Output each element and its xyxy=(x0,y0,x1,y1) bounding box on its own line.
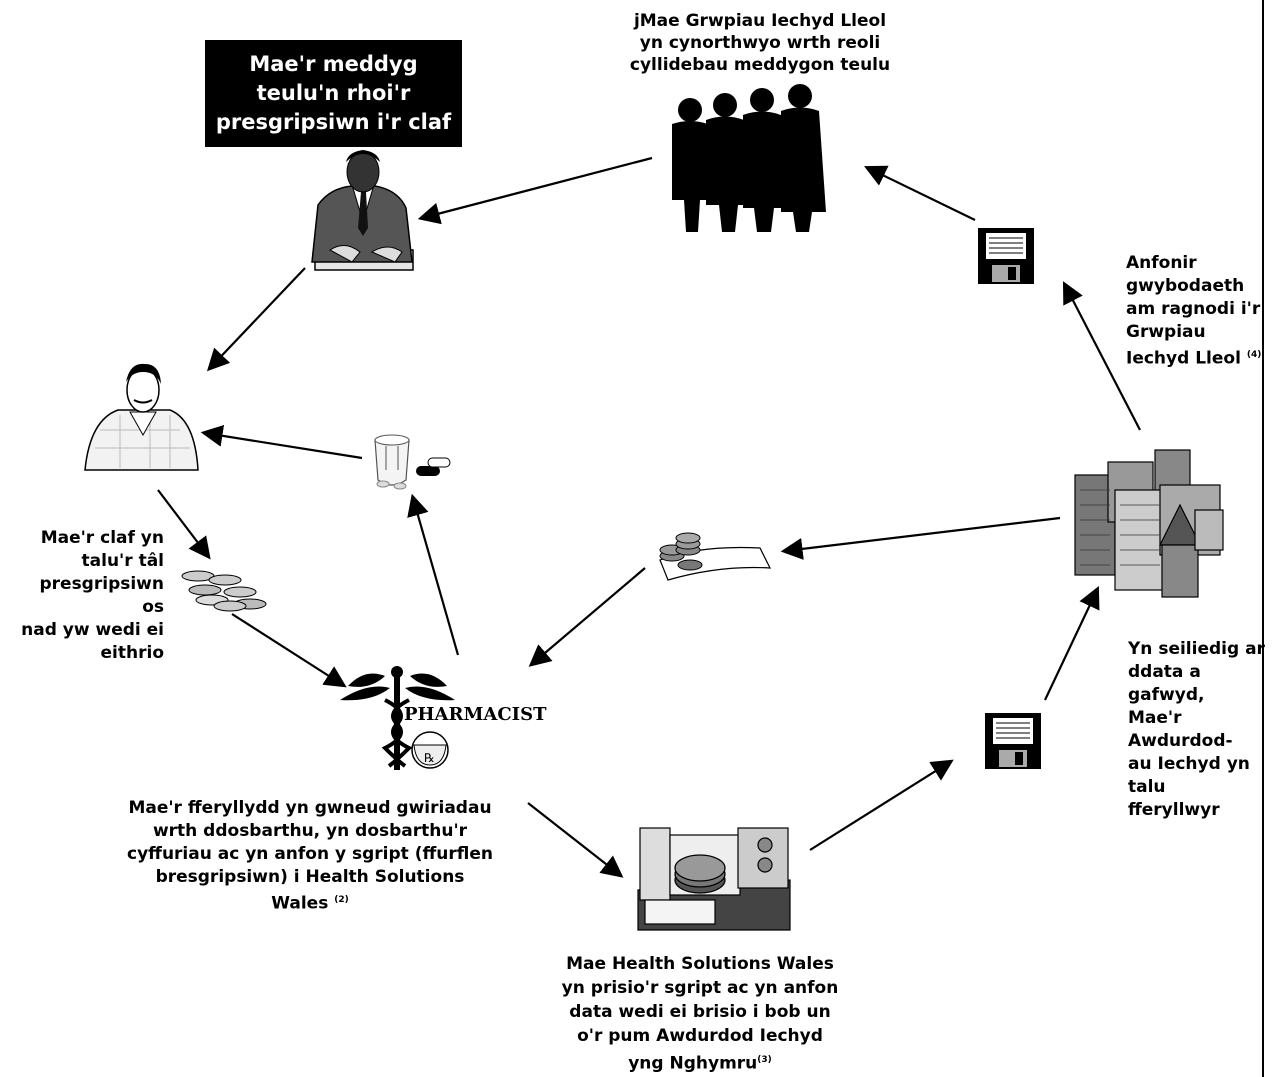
pharmacist-label-line-2: wrth ddosbarthu, yn dosbarthu'r xyxy=(152,821,468,841)
svg-text:℞: ℞ xyxy=(424,751,435,765)
pharmacist-label-line-4: bresgripsiwn) i Health Solutions xyxy=(155,867,465,887)
info-sent-line-5: Iechyd Lleol xyxy=(1126,348,1241,369)
money-icon xyxy=(659,532,772,581)
authorities-line-3: Mae'r Awdurdod- xyxy=(1128,708,1233,751)
arrow-medicine-to-patient xyxy=(200,424,363,460)
info-sent-line-3: am ragnodi i'r xyxy=(1126,299,1261,319)
coins-icon xyxy=(181,570,267,612)
page-edge-line xyxy=(1262,0,1264,1077)
authorities-line-1: Yn seiliedig ar xyxy=(1128,639,1265,659)
pharmacist-label-line-3: cyffuriau ac yn anfon y sgript (ffurflen xyxy=(127,844,493,864)
pharmacist-logo-text: PHARMACIST xyxy=(404,704,547,725)
medicine-icon xyxy=(374,434,451,490)
arrows xyxy=(157,156,1141,878)
pharmacist-caduceus-icon: PHARMACIST ℞ xyxy=(340,666,547,770)
info-sent-label: Anfonir gwybodaeth am ragnodi i'r Grwpia… xyxy=(1126,252,1266,371)
arrow-building-to-floppy xyxy=(1062,281,1141,431)
patient-pays-line-5: eithrio xyxy=(100,643,164,663)
arrow-doctor-to-patient xyxy=(206,267,306,372)
arrow-money-to-pharmacist xyxy=(528,567,646,667)
info-sent-footnote: (4) xyxy=(1246,350,1262,360)
hsw-label: Mae Health Solutions Wales yn prisio'r s… xyxy=(540,952,860,1076)
patient-pays-line-4: nad yw wedi ei xyxy=(21,620,164,640)
hsw-label-line-2: yn prisio'r sgript ac yn anfon xyxy=(561,978,839,998)
arrow-patient-to-coins xyxy=(157,489,211,560)
title-line-3: presgripsiwn i'r claf xyxy=(215,110,452,134)
doctor-icon xyxy=(311,150,414,271)
patient-pays-label: Mae'r claf yn talu'r tâl presgripsiwn os… xyxy=(20,527,164,665)
info-sent-line-1: Anfonir xyxy=(1126,253,1197,273)
authorities-line-2: ddata a gafwyd, xyxy=(1128,662,1205,705)
pharmacist-footnote: (2) xyxy=(334,895,349,905)
floppy-disk-icon xyxy=(978,228,1034,284)
pharmacist-label-line-1: Mae'r fferyllydd yn gwneud gwiriadau xyxy=(128,798,492,818)
patient-pays-line-2: talu'r tâl xyxy=(81,551,164,571)
info-sent-line-4: Grwpiau xyxy=(1126,322,1206,342)
arrow-group-to-doctor xyxy=(417,156,653,225)
arrow-mainframe-to-floppy xyxy=(809,759,954,851)
arrow-pharmacist-to-medicine xyxy=(407,493,460,656)
doctor-title-box: Mae'r meddyg teulu'n rhoi'r presgripsiwn… xyxy=(205,40,462,147)
building-icon xyxy=(1074,449,1224,598)
authorities-line-5: fferyllwyr xyxy=(1128,800,1220,820)
hsw-label-line-5: yng Nghymru xyxy=(628,1053,758,1074)
arrow-floppy-to-group xyxy=(864,165,976,221)
mainframe-computer-icon xyxy=(637,827,791,931)
patient-icon xyxy=(84,363,199,471)
info-sent-line-2: gwybodaeth xyxy=(1126,276,1245,296)
floppy-disk-icon xyxy=(985,713,1041,769)
patient-pays-line-3: presgripsiwn os xyxy=(39,574,164,617)
hsw-label-line-3: data wedi ei brisio i bob un xyxy=(569,1002,831,1022)
hsw-label-line-4: o'r pum Awdurdod Iechyd xyxy=(577,1026,823,1046)
lhg-label: jMae Grwpiau Iechyd Lleol yn cynorthwyo … xyxy=(590,10,930,76)
authorities-line-4: au Iechyd yn talu xyxy=(1128,754,1250,797)
hsw-footnote: (3) xyxy=(757,1055,772,1065)
title-line-1: Mae'r meddyg xyxy=(249,52,418,76)
hsw-label-line-1: Mae Health Solutions Wales xyxy=(566,954,834,974)
arrow-pharmacist-to-mainframe xyxy=(527,802,624,878)
patient-pays-line-1: Mae'r claf yn xyxy=(40,528,164,548)
arrow-coins-to-pharmacist xyxy=(231,613,347,688)
lhg-label-line-2: yn cynorthwyo wrth reoli xyxy=(639,33,881,53)
arrow-floppy-to-building xyxy=(1044,586,1100,701)
title-line-2: teulu'n rhoi'r xyxy=(256,81,411,105)
pharmacist-label: Mae'r fferyllydd yn gwneud gwiriadau wrt… xyxy=(100,797,520,916)
lhg-label-line-3: cyllidebau meddygon teulu xyxy=(629,55,891,75)
arrow-building-to-money xyxy=(780,516,1061,560)
group-people-icon xyxy=(672,84,826,232)
lhg-label-line-1: jMae Grwpiau Iechyd Lleol xyxy=(633,11,887,31)
pharmacist-label-line-5: Wales xyxy=(271,893,329,914)
authorities-pay-label: Yn seiliedig ar ddata a gafwyd, Mae'r Aw… xyxy=(1128,638,1268,822)
